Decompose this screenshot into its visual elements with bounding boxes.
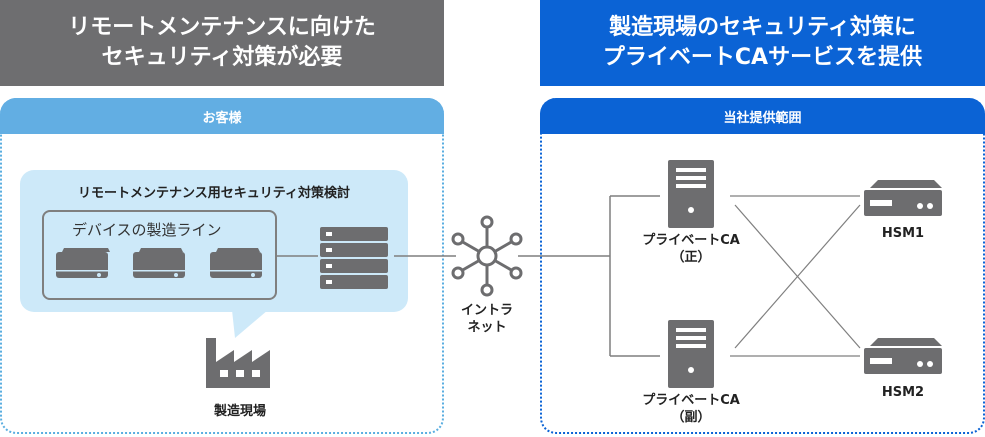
device-icon-1	[56, 248, 110, 278]
ca-secondary-label: プライベートCA （副）	[626, 392, 756, 426]
intranet-label: イントラ ネット	[447, 302, 527, 336]
bubble-title: リモートメンテナンス用セキュリティ対策検討	[78, 186, 350, 201]
hsm2-appliance-icon	[864, 338, 942, 374]
right-header-line2: プライベートCAサービスを提供	[602, 45, 923, 70]
provider-tab: 当社提供範囲	[540, 98, 985, 134]
intranet-label-line2: ネット	[467, 320, 507, 335]
device-icon-3	[210, 248, 262, 278]
device-icon-2	[133, 248, 185, 278]
hsm2-label: HSM2	[881, 385, 925, 400]
factory-icon	[206, 338, 270, 388]
left-header: リモートメンテナンスに向けた セキュリティ対策が必要	[0, 0, 444, 86]
ca-primary-label-line2: （正）	[671, 250, 711, 265]
ca-primary-label-line1: プライベートCA	[642, 233, 740, 248]
ca-primary-server-icon	[668, 160, 714, 228]
factory-label: 製造現場	[213, 404, 266, 419]
left-header-line1: リモートメンテナンスに向けた	[68, 15, 376, 40]
server-rack-icon	[320, 227, 388, 289]
intranet-label-line1: イントラ	[460, 303, 513, 318]
right-header-line1: 製造現場のセキュリティ対策に	[609, 15, 916, 40]
network-hub-icon	[451, 215, 523, 297]
hsm1-label: HSM1	[881, 226, 925, 241]
ca-primary-label: プライベートCA （正）	[626, 232, 756, 266]
right-header: 製造現場のセキュリティ対策に プライベートCAサービスを提供	[540, 0, 985, 86]
ca-secondary-label-line1: プライベートCA	[642, 393, 740, 408]
customer-tab: お客様	[0, 98, 444, 134]
left-header-line2: セキュリティ対策が必要	[101, 45, 343, 70]
device-line-box	[42, 210, 277, 300]
device-line-label: デバイスの製造ライン	[72, 221, 222, 239]
hsm1-appliance-icon	[864, 180, 942, 216]
ca-secondary-server-icon	[668, 320, 714, 388]
ca-secondary-label-line2: （副）	[671, 410, 711, 425]
